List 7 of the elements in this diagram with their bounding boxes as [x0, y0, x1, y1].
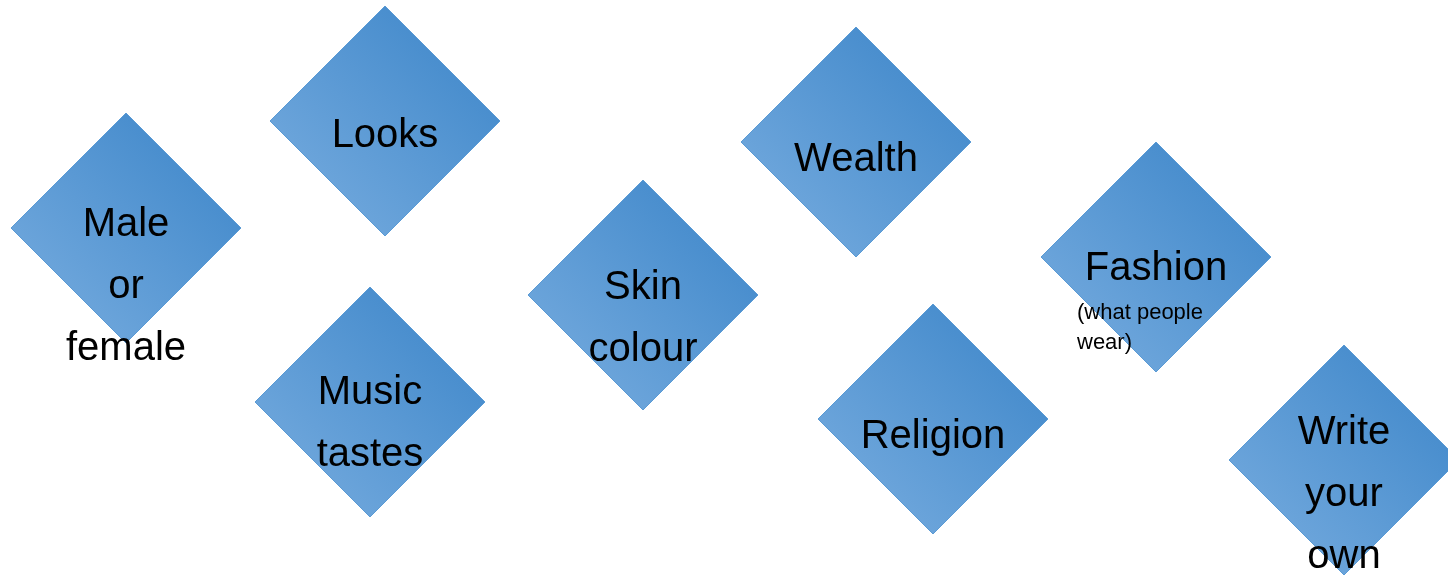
node-label: Skin colour: [588, 262, 698, 371]
node-label: Music tastes: [316, 367, 424, 476]
node-label: Looks: [331, 110, 439, 157]
node-label: Wealth: [794, 134, 918, 181]
node-label: Male or female: [65, 199, 187, 370]
node-label: Fashion: [1084, 243, 1228, 290]
node-label: Religion: [860, 411, 1006, 458]
